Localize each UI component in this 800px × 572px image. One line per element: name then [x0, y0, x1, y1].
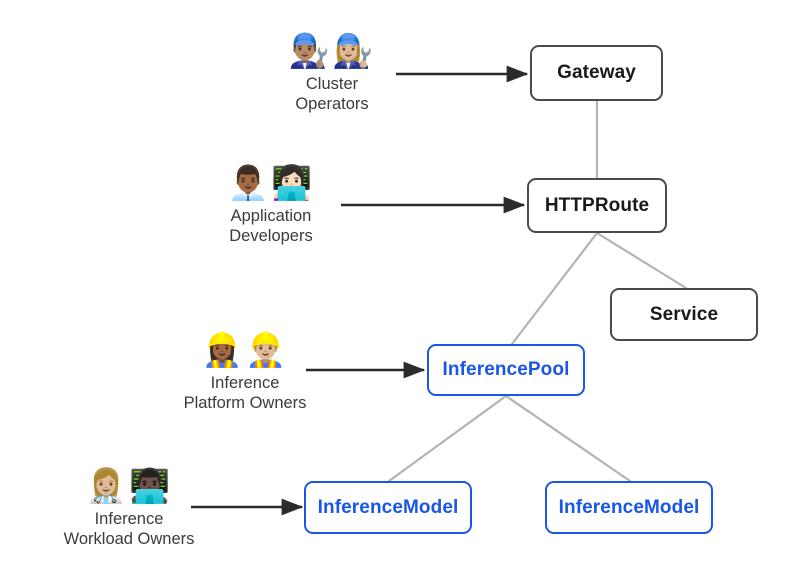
node-httproute-label: HTTPRoute [544, 194, 650, 216]
node-gateway-label: Gateway [557, 62, 636, 83]
cluster-operators-label: Cluster Operators [295, 75, 369, 113]
node-inferencemodel-right-label: InferenceModel [558, 496, 700, 518]
edge-inferencepool-inferencemodel-right [504, 394, 632, 483]
node-inferencemodel-left[interactable]: InferenceModel [304, 481, 472, 534]
inference-workload-owners-emoji-pair: 👩🏼‍⚕️👨🏿‍💻 [85, 466, 173, 505]
node-inferencepool-label: InferencePool [442, 359, 570, 380]
inference-platform-owners-emoji-pair: 👷🏾‍♀️👷🏼‍♂️ [201, 330, 289, 369]
edge-httproute-inferencepool [510, 231, 599, 346]
node-inferencemodel-right[interactable]: InferenceModel [545, 481, 713, 534]
node-httproute[interactable]: HTTPRoute [527, 178, 667, 233]
edge-inferencepool-inferencemodel-left [387, 394, 508, 483]
node-inferencemodel-left-label: InferenceModel [317, 496, 459, 518]
actor-inference-workload-owners: 👩🏼‍⚕️👨🏿‍💻 Inference Workload Owners [44, 466, 214, 549]
actor-inference-platform-owners: 👷🏾‍♀️👷🏼‍♂️ Inference Platform Owners [166, 330, 324, 413]
node-inferencepool[interactable]: InferencePool [427, 344, 585, 396]
inference-workload-owners-label: Inference Workload Owners [63, 510, 195, 548]
edge-httproute-service [595, 231, 688, 290]
node-gateway[interactable]: Gateway [530, 45, 663, 101]
node-service[interactable]: Service [610, 288, 758, 341]
inference-platform-owners-label: Inference Platform Owners [183, 374, 307, 412]
application-developers-label: Application Developers [229, 207, 313, 245]
cluster-operators-emoji-pair: 👨🏽‍🔧👩🏼‍🔧 [288, 31, 376, 70]
actor-application-developers: 👨🏾‍💼👩🏻‍💻 Application Developers [198, 163, 344, 246]
application-developers-emoji-pair: 👨🏾‍💼👩🏻‍💻 [227, 163, 315, 202]
node-service-label: Service [649, 303, 719, 325]
actor-cluster-operators: 👨🏽‍🔧👩🏼‍🔧 Cluster Operators [262, 31, 402, 114]
